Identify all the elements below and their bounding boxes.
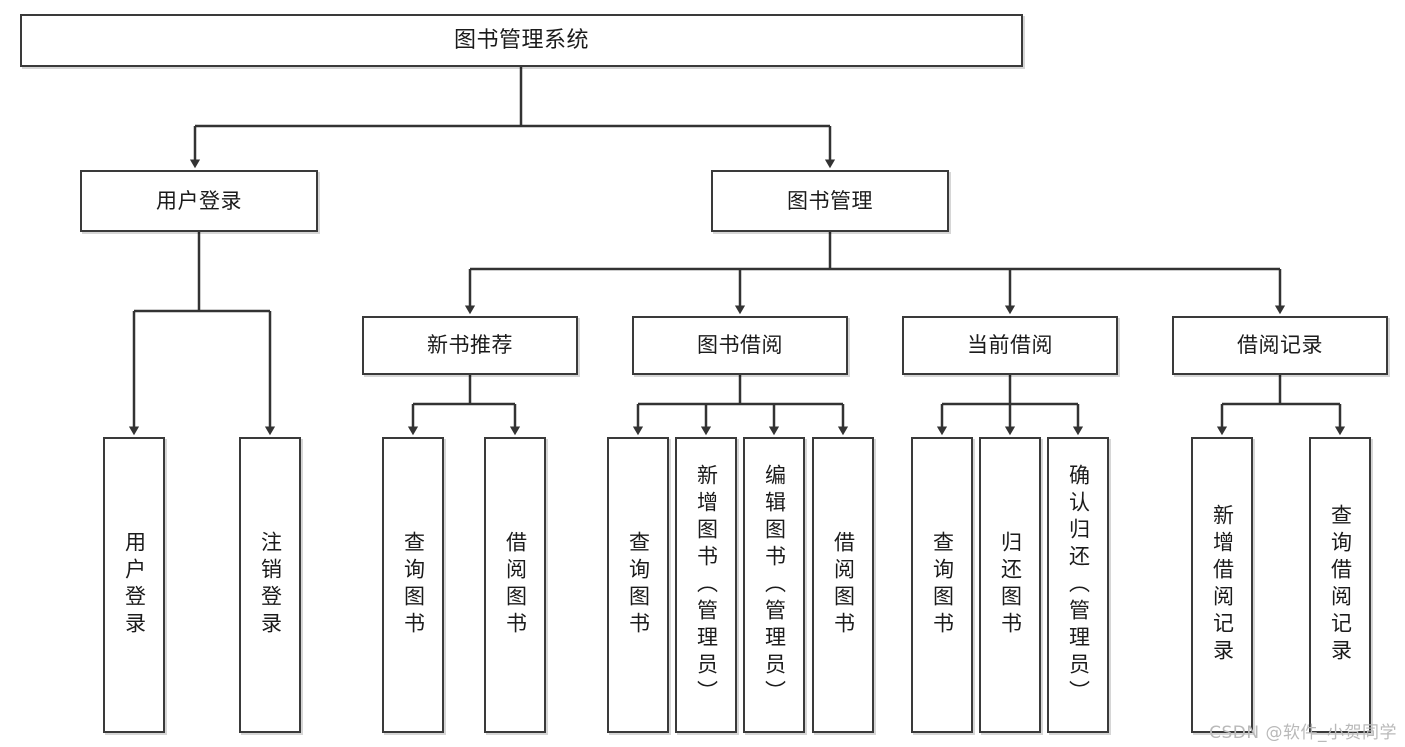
node-user-login-label: 用户登录 <box>156 188 242 213</box>
leaf-borrow-record-add[interactable]: 新增借阅记录 <box>1191 437 1253 733</box>
node-current-borrow-label: 当前借阅 <box>967 333 1053 358</box>
leaf-borrow-record-query-label: 查询借阅记录 <box>1328 504 1353 666</box>
leaf-current-borrow-confirm-return-label: 确认归还（管理员） <box>1066 463 1091 707</box>
leaf-user-login-login[interactable]: 用户登录 <box>103 437 165 733</box>
node-book-management-label: 图书管理 <box>787 188 873 213</box>
leaf-book-borrow-add[interactable]: 新增图书（管理员） <box>675 437 737 733</box>
leaf-book-borrow-edit[interactable]: 编辑图书（管理员） <box>743 437 805 733</box>
leaf-new-book-borrow[interactable]: 借阅图书 <box>484 437 546 733</box>
node-book-management[interactable]: 图书管理 <box>711 170 949 232</box>
node-root[interactable]: 图书管理系统 <box>20 14 1023 67</box>
leaf-user-login-login-label: 用户登录 <box>122 531 147 639</box>
leaf-book-borrow-borrow[interactable]: 借阅图书 <box>812 437 874 733</box>
leaf-current-borrow-confirm-return[interactable]: 确认归还（管理员） <box>1047 437 1109 733</box>
leaf-borrow-record-query[interactable]: 查询借阅记录 <box>1309 437 1371 733</box>
leaf-new-book-borrow-label: 借阅图书 <box>503 531 528 639</box>
leaf-current-borrow-query[interactable]: 查询图书 <box>911 437 973 733</box>
leaf-book-borrow-borrow-label: 借阅图书 <box>831 531 856 639</box>
leaf-book-borrow-add-label: 新增图书（管理员） <box>694 463 719 707</box>
leaf-book-borrow-query[interactable]: 查询图书 <box>607 437 669 733</box>
leaf-current-borrow-return[interactable]: 归还图书 <box>979 437 1041 733</box>
leaf-book-borrow-edit-label: 编辑图书（管理员） <box>762 463 787 707</box>
node-user-login[interactable]: 用户登录 <box>80 170 318 232</box>
leaf-book-borrow-query-label: 查询图书 <box>626 531 651 639</box>
node-borrow-record[interactable]: 借阅记录 <box>1172 316 1388 375</box>
leaf-new-book-query-label: 查询图书 <box>401 531 426 639</box>
leaf-user-login-logout-label: 注销登录 <box>258 531 283 639</box>
node-new-book-recommend[interactable]: 新书推荐 <box>362 316 578 375</box>
node-new-book-recommend-label: 新书推荐 <box>427 333 513 358</box>
leaf-user-login-logout[interactable]: 注销登录 <box>239 437 301 733</box>
node-root-label: 图书管理系统 <box>453 27 589 53</box>
leaf-borrow-record-add-label: 新增借阅记录 <box>1210 504 1235 666</box>
leaf-current-borrow-return-label: 归还图书 <box>998 531 1023 639</box>
node-borrow-record-label: 借阅记录 <box>1237 333 1323 358</box>
node-current-borrow[interactable]: 当前借阅 <box>902 316 1118 375</box>
watermark: CSDN @软件_小贺同学 <box>1209 718 1397 743</box>
leaf-new-book-query[interactable]: 查询图书 <box>382 437 444 733</box>
node-book-borrow[interactable]: 图书借阅 <box>632 316 848 375</box>
watermark-text: CSDN @软件_小贺同学 <box>1209 723 1397 743</box>
leaf-current-borrow-query-label: 查询图书 <box>930 531 955 639</box>
node-book-borrow-label: 图书借阅 <box>697 333 783 358</box>
